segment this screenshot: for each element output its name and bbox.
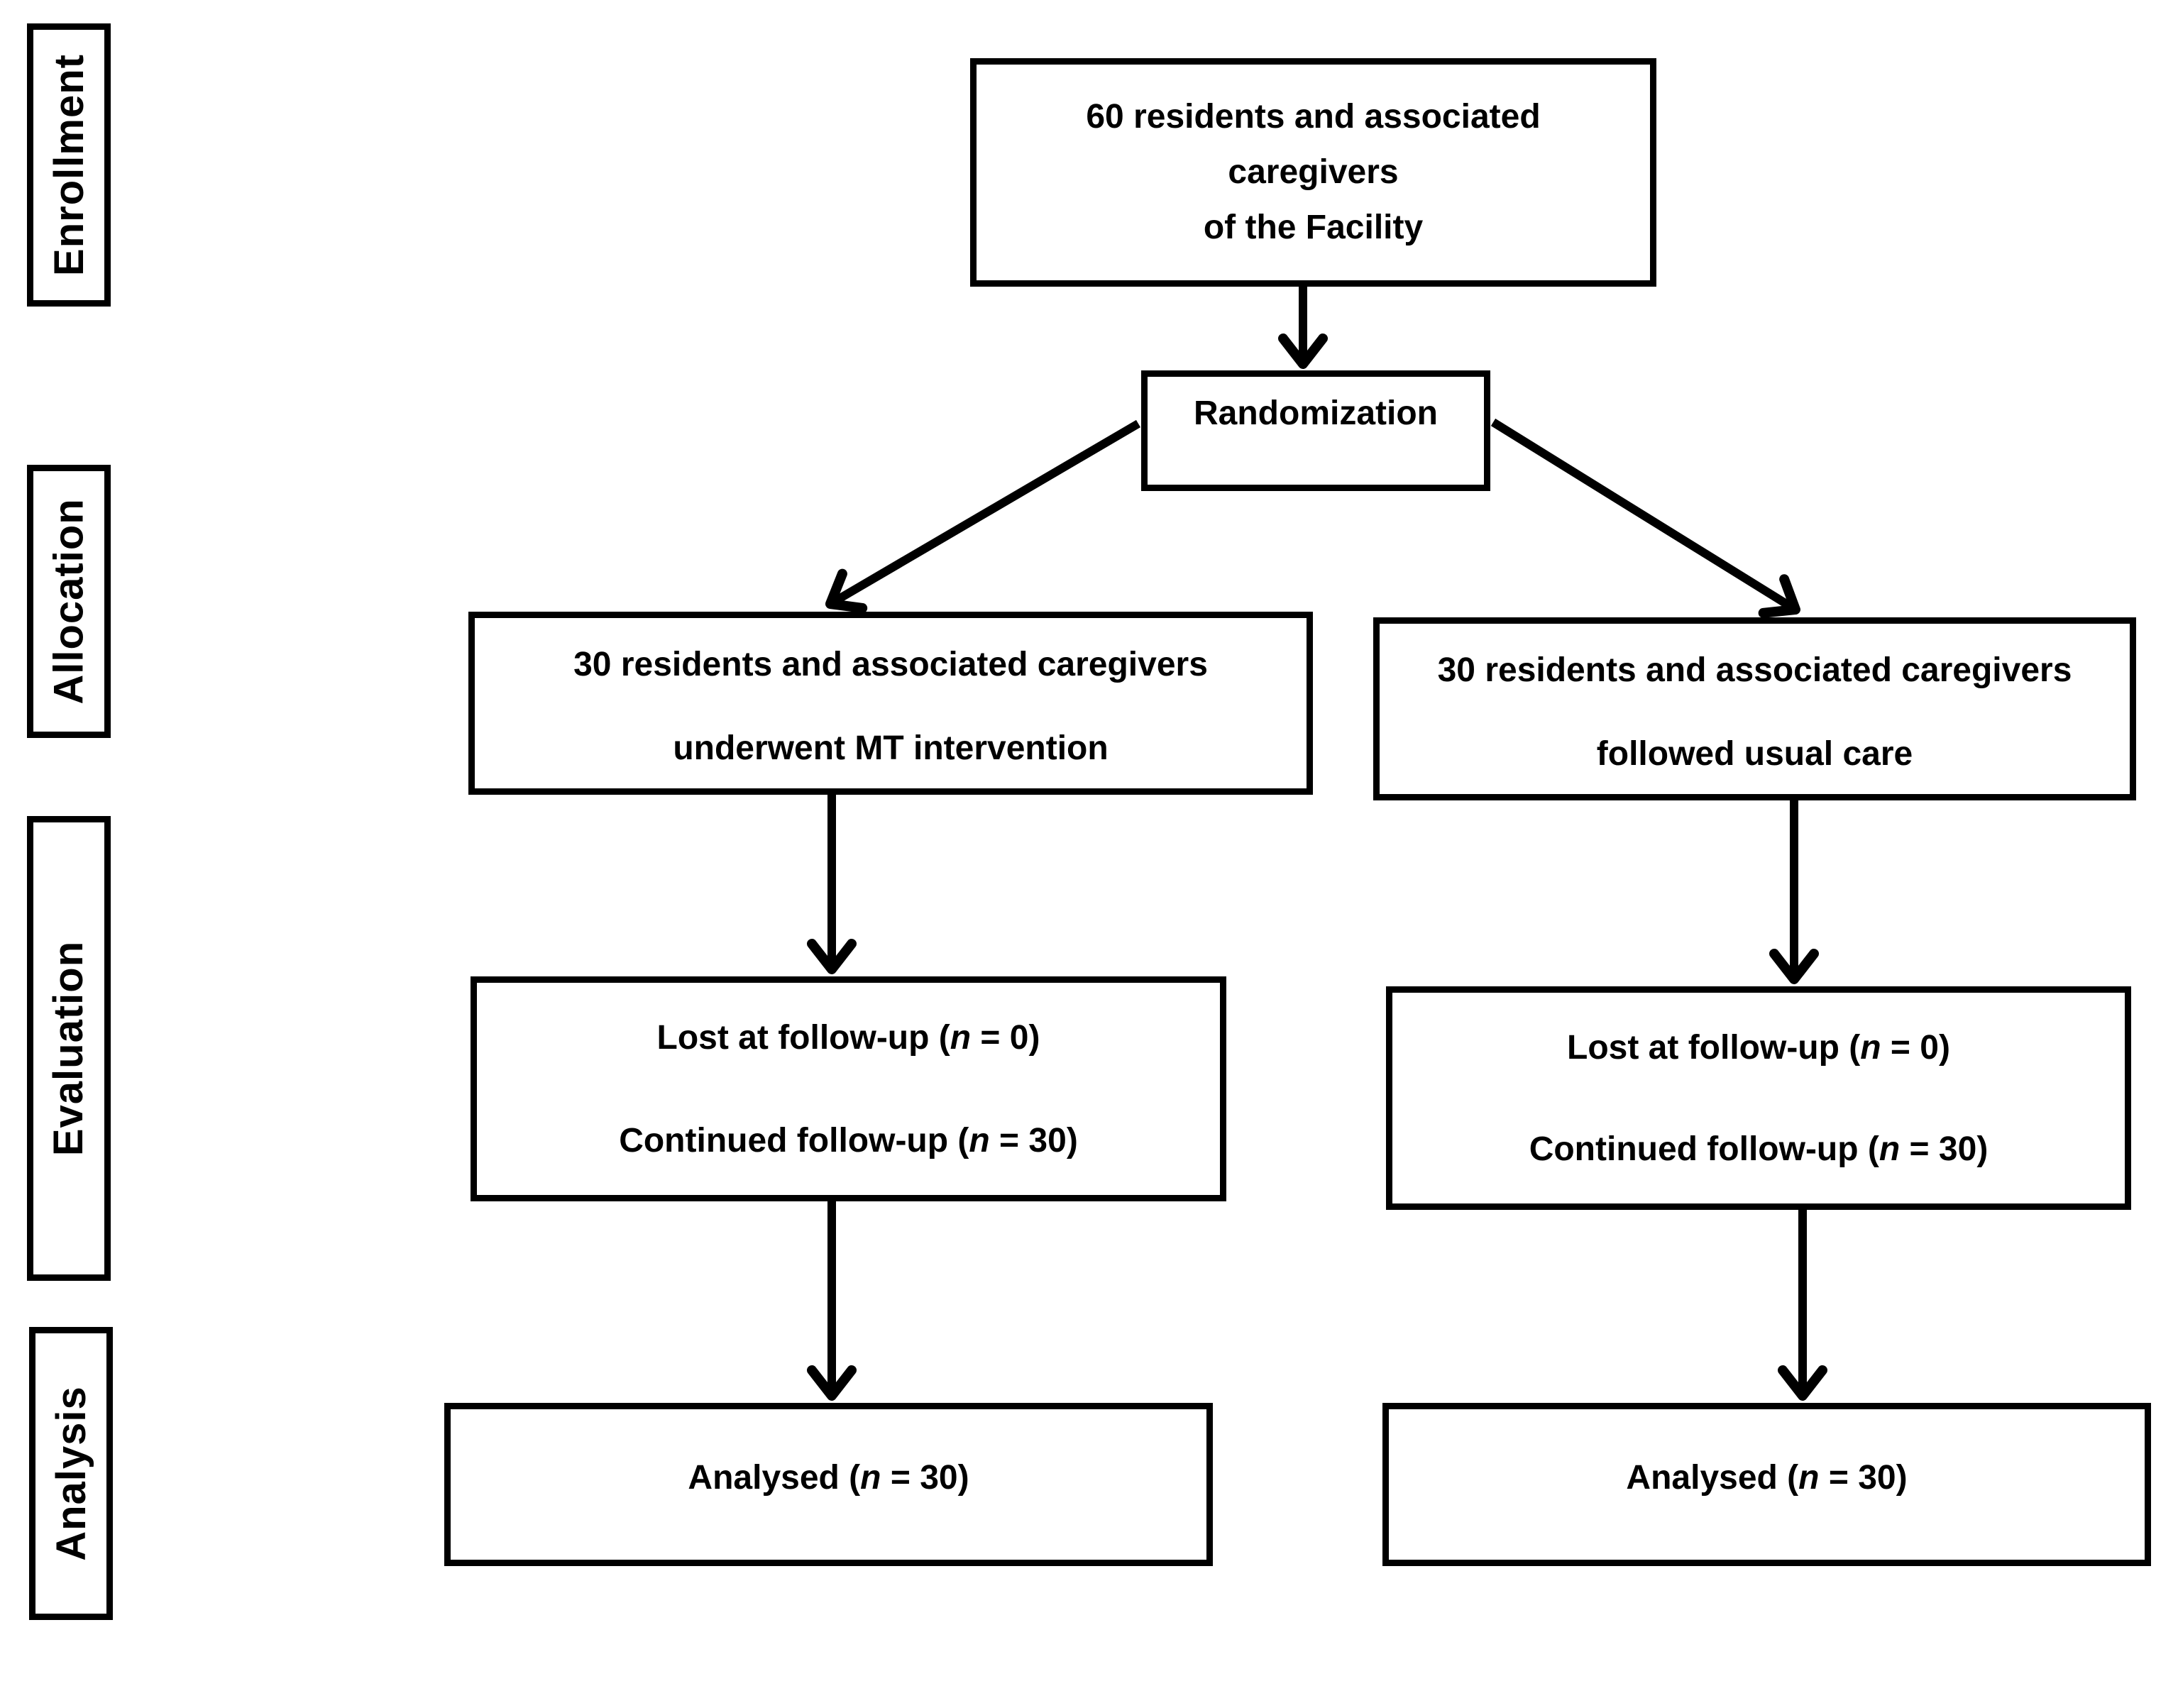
allocation-mt-line-1: 30 residents and associated caregivers xyxy=(573,646,1208,683)
allocation-usual-line-1: 30 residents and associated caregivers xyxy=(1437,651,2072,689)
evaluation-usual-continued-line: Continued follow-up (n = 30) xyxy=(1529,1130,1989,1168)
evaluation-mt-lost-line: Lost at follow-up (n = 0) xyxy=(656,1019,1040,1057)
enrollment-line-3: of the Facility xyxy=(1203,208,1424,246)
stage-label-box-analysis: Analysis xyxy=(29,1327,113,1620)
analysis-mt-box: Analysed (n = 30) xyxy=(444,1403,1213,1566)
evaluation-mt-continued-line: Continued follow-up (n = 30) xyxy=(619,1122,1078,1159)
analysis-usual-care-box: Analysed (n = 30) xyxy=(1382,1403,2151,1566)
stage-label-enrollment: Enrollment xyxy=(45,54,92,276)
evaluation-usual-care-box: Lost at follow-up (n = 0) Continued foll… xyxy=(1386,986,2131,1210)
evaluation-mt-box: Lost at follow-up (n = 0) Continued foll… xyxy=(471,976,1226,1201)
allocation-usual-line-2: followed usual care xyxy=(1596,735,1913,773)
arrow-randomization-to-allocation-usual xyxy=(1490,418,1800,618)
enrollment-line-2: caregivers xyxy=(1228,153,1399,192)
stage-label-analysis: Analysis xyxy=(48,1386,94,1561)
allocation-mt-line-2: underwent MT intervention xyxy=(673,729,1109,767)
randomization-box: Randomization xyxy=(1141,370,1490,491)
allocation-usual-care-box: 30 residents and associated caregivers f… xyxy=(1373,617,2136,800)
arrow-randomization-to-allocation-mt xyxy=(825,419,1141,613)
stage-label-box-evaluation: Evaluation xyxy=(27,816,111,1281)
stage-label-evaluation: Evaluation xyxy=(45,940,92,1157)
randomization-label: Randomization xyxy=(1194,395,1438,432)
stage-label-allocation: Allocation xyxy=(45,498,92,705)
enrollment-line-1: 60 residents and associated xyxy=(1086,98,1541,136)
analysis-usual-line: Analysed (n = 30) xyxy=(1626,1459,1908,1497)
allocation-mt-box: 30 residents and associated caregivers u… xyxy=(468,612,1313,795)
evaluation-usual-lost-line: Lost at follow-up (n = 0) xyxy=(1567,1029,1950,1067)
stage-label-box-allocation: Allocation xyxy=(27,465,111,738)
stage-label-box-enrollment: Enrollment xyxy=(27,23,111,307)
analysis-mt-line: Analysed (n = 30) xyxy=(688,1459,969,1497)
enrollment-box: 60 residents and associated caregivers o… xyxy=(970,58,1656,287)
